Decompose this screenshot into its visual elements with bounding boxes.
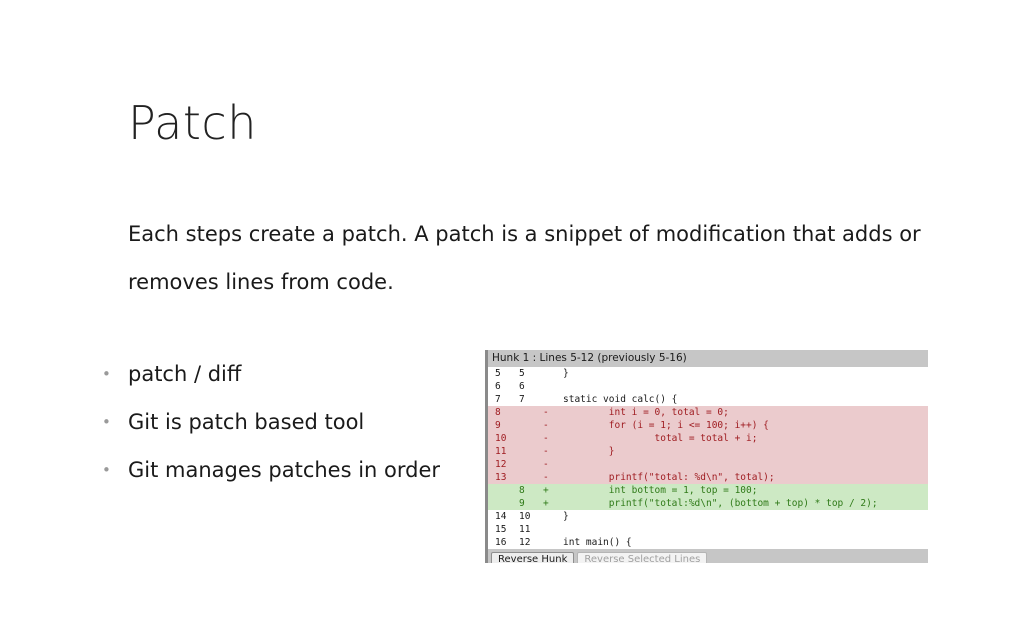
bullet-item: Git is patch based tool	[100, 402, 440, 450]
diff-line-add[interactable]: 9 + printf("total:%d\n", (bottom + top) *…	[488, 497, 928, 510]
diff-sign: -	[543, 459, 549, 470]
old-line-number: 14	[495, 511, 507, 522]
old-line-number	[488, 484, 519, 497]
diff-sign: -	[543, 433, 549, 444]
old-line-number: 15	[495, 524, 507, 535]
new-line-number: 5	[519, 368, 525, 379]
diff-sign: -	[543, 420, 549, 431]
diff-line-del[interactable]: 13 - printf("total: %d\n", total);	[488, 471, 928, 484]
slide-title: Patch	[128, 96, 257, 150]
code-text	[563, 523, 928, 536]
diff-sign	[543, 536, 563, 549]
diff-sign: -	[543, 407, 549, 418]
diff-line-add[interactable]: 8 + int bottom = 1, top = 100;	[488, 484, 928, 497]
code-text: printf("total: %d\n", total);	[563, 472, 775, 483]
code-text	[563, 380, 928, 393]
diff-sign: +	[543, 498, 549, 509]
code-text: int main() {	[563, 537, 632, 548]
diff-sign: -	[543, 446, 549, 457]
code-text: }	[563, 368, 569, 379]
old-line-number: 8	[495, 407, 501, 418]
code-text: printf("total:%d\n", (bottom + top) * to…	[563, 498, 878, 509]
old-line-number: 12	[495, 459, 507, 470]
diff-line-ctx[interactable]: 7 7 static void calc() {	[488, 393, 928, 406]
new-line-number	[519, 458, 543, 471]
diff-line-del[interactable]: 8 - int i = 0, total = 0;	[488, 406, 928, 419]
new-line-number	[519, 419, 543, 432]
hunk-button-bar: Reverse Hunk Reverse Selected Lines	[488, 549, 928, 563]
diff-line-ctx[interactable]: 14 10}	[488, 510, 928, 523]
new-line-number: 11	[519, 524, 531, 535]
diff-line-del[interactable]: 9 - for (i = 1; i <= 100; i++) {	[488, 419, 928, 432]
code-text	[563, 458, 928, 471]
new-line-number: 9	[519, 498, 525, 509]
code-text: int i = 0, total = 0;	[563, 407, 729, 418]
diff-line-ctx[interactable]: 16 12 int main() {	[488, 536, 928, 549]
old-line-number: 11	[495, 446, 507, 457]
diff-line-del[interactable]: 10 - total = total + i;	[488, 432, 928, 445]
old-line-number: 9	[495, 420, 501, 431]
new-line-number	[519, 406, 543, 419]
diff-sign	[543, 380, 563, 393]
old-line-number	[488, 497, 519, 510]
diff-line-del[interactable]: 11 - }	[488, 445, 928, 458]
old-line-number: 10	[495, 433, 507, 444]
old-line-number: 7	[495, 394, 501, 405]
code-text: int bottom = 1, top = 100;	[563, 485, 758, 496]
old-line-number: 5	[495, 368, 501, 379]
old-line-number: 13	[495, 472, 507, 483]
intro-paragraph: Each steps create a patch. A patch is a …	[128, 222, 921, 294]
new-line-number: 7	[519, 394, 525, 405]
diff-line-ctx[interactable]: 5 5}	[488, 367, 928, 380]
diff-sign: -	[543, 472, 549, 483]
reverse-selected-lines-button[interactable]: Reverse Selected Lines	[577, 552, 708, 563]
hunk-header: Hunk 1 : Lines 5-12 (previously 5-16)	[488, 350, 928, 367]
diff-sign: +	[543, 485, 549, 496]
new-line-number: 8	[519, 485, 525, 496]
diff-sign	[543, 523, 563, 536]
old-line-number: 16	[495, 537, 507, 548]
bullet-list: patch / diff Git is patch based tool Git…	[100, 354, 440, 498]
code-text: }	[563, 446, 615, 457]
diff-line-del[interactable]: 12 -	[488, 458, 928, 471]
diff-sign	[543, 367, 563, 380]
diff-sign	[543, 393, 563, 406]
code-text: static void calc() {	[563, 394, 678, 405]
new-line-number	[519, 445, 543, 458]
reverse-hunk-button[interactable]: Reverse Hunk	[491, 552, 575, 563]
new-line-number: 10	[519, 511, 531, 522]
code-text: }	[563, 511, 569, 522]
new-line-number	[519, 432, 543, 445]
code-text: for (i = 1; i <= 100; i++) {	[563, 420, 769, 431]
diff-sign	[543, 510, 563, 523]
old-line-number: 6	[495, 381, 501, 392]
new-line-number: 6	[519, 381, 525, 392]
new-line-number: 12	[519, 537, 531, 548]
bullet-item: Git manages patches in order	[100, 450, 440, 498]
bullet-item: patch / diff	[100, 354, 440, 402]
code-text: total = total + i;	[563, 433, 758, 444]
new-line-number	[519, 471, 543, 484]
